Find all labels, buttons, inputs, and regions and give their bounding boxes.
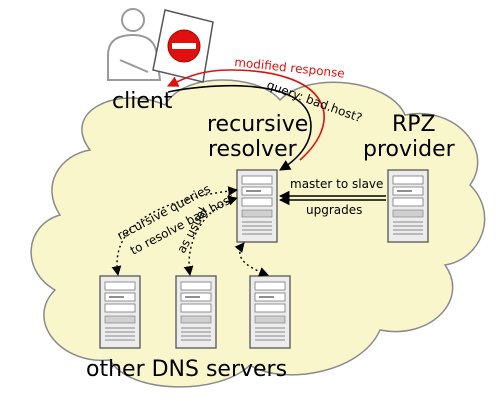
recursive-query-arrow-2 [183, 196, 238, 276]
other-dns-servers-label: other DNS servers [86, 357, 287, 382]
query-arrow [167, 84, 312, 171]
modified-response-label: modified response [234, 55, 346, 81]
person-at-computer-icon [107, 8, 162, 81]
resolver-label-line1: recursive [207, 112, 308, 137]
resolver-server-icon [236, 169, 278, 243]
client-label: client [112, 89, 173, 114]
master-to-slave-label: master to slave [290, 177, 383, 191]
dns-server-1-icon [99, 275, 141, 349]
dns-server-2-icon [175, 275, 217, 349]
rpz-label-line1: RPZ [392, 112, 436, 137]
rpz-server-icon [387, 169, 429, 243]
modified-response-arrow [166, 69, 325, 161]
rpz-label-line2: provider [363, 137, 456, 162]
dns-server-3-icon [249, 275, 291, 349]
resolver-label-line2: resolver [208, 137, 298, 162]
stop-sign-icon [152, 9, 214, 83]
upgrades-label: upgrades [306, 203, 362, 217]
recursive-query-arrow-1 [111, 186, 238, 276]
